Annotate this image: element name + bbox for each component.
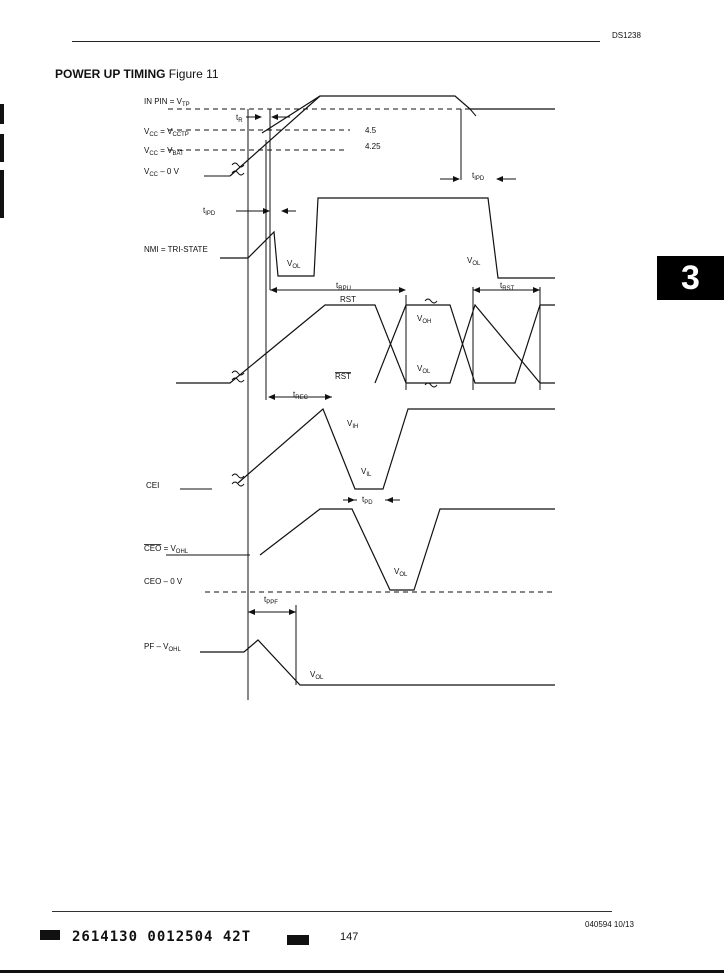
timing-trec: tREC: [293, 390, 309, 401]
timing-tipd-left: tIPD: [203, 206, 216, 217]
label-vil: VIL: [361, 467, 372, 478]
scan-edge-mark: [0, 170, 4, 218]
header-rule: [72, 41, 600, 42]
barcode-block: [287, 935, 309, 945]
timing-trst: tRST: [500, 281, 515, 292]
figure-title: POWER UP TIMING Figure 11: [55, 67, 219, 81]
label-vcc-bat: VCC = VBAT: [144, 146, 184, 157]
label-pf: PF – VOHL: [144, 642, 181, 653]
label-vcc-cctp: VCC = VCCTP: [144, 127, 189, 138]
label-ceo-ohl: CEO = VOHL: [144, 544, 189, 555]
label-vol-pf: VOL: [310, 670, 324, 681]
barcode-text: 2614130 0012504 42T: [72, 929, 252, 945]
scan-edge-mark: [0, 104, 4, 124]
level-4-25: 4.25: [365, 142, 381, 151]
level-4-5: 4.5: [365, 126, 377, 135]
label-rst-bar: RST: [335, 372, 351, 381]
bottom-rule: [0, 970, 724, 973]
label-voh: VOH: [417, 314, 431, 325]
title-figure: Figure 11: [168, 67, 219, 81]
part-number: DS1238: [612, 31, 641, 40]
label-vol-nmi-2: VOL: [467, 256, 481, 267]
label-ceo-0v: CEO – 0 V: [144, 577, 183, 586]
timing-trpu: tRPU: [336, 281, 351, 292]
footer-rule: [52, 911, 612, 912]
label-in-pin: IN PIN = VTP: [144, 97, 190, 108]
page-number: 147: [340, 931, 359, 943]
label-cei: CEI: [146, 481, 159, 490]
timing-tpd: tPD: [362, 495, 373, 506]
label-vol-ceo: VOL: [394, 567, 408, 578]
scan-edge-mark: [0, 134, 4, 162]
label-vol-rst: VOL: [417, 364, 431, 375]
timing-tppf: tPPF: [264, 595, 278, 606]
label-nmi: NMI = TRI-STATE: [144, 245, 208, 254]
section-tab: 3: [657, 256, 724, 300]
timing-tr: tR: [236, 113, 243, 124]
doc-code: 040594 10/13: [585, 920, 634, 929]
label-vih: VIH: [347, 419, 358, 430]
label-rst: RST: [340, 295, 356, 304]
label-vcc-0v: VCC – 0 V: [144, 167, 180, 178]
label-vol-nmi-1: VOL: [287, 259, 301, 270]
title-heading: POWER UP TIMING: [55, 67, 166, 81]
timing-tipd-right: tIPD: [472, 171, 485, 182]
barcode-block: [40, 930, 60, 940]
